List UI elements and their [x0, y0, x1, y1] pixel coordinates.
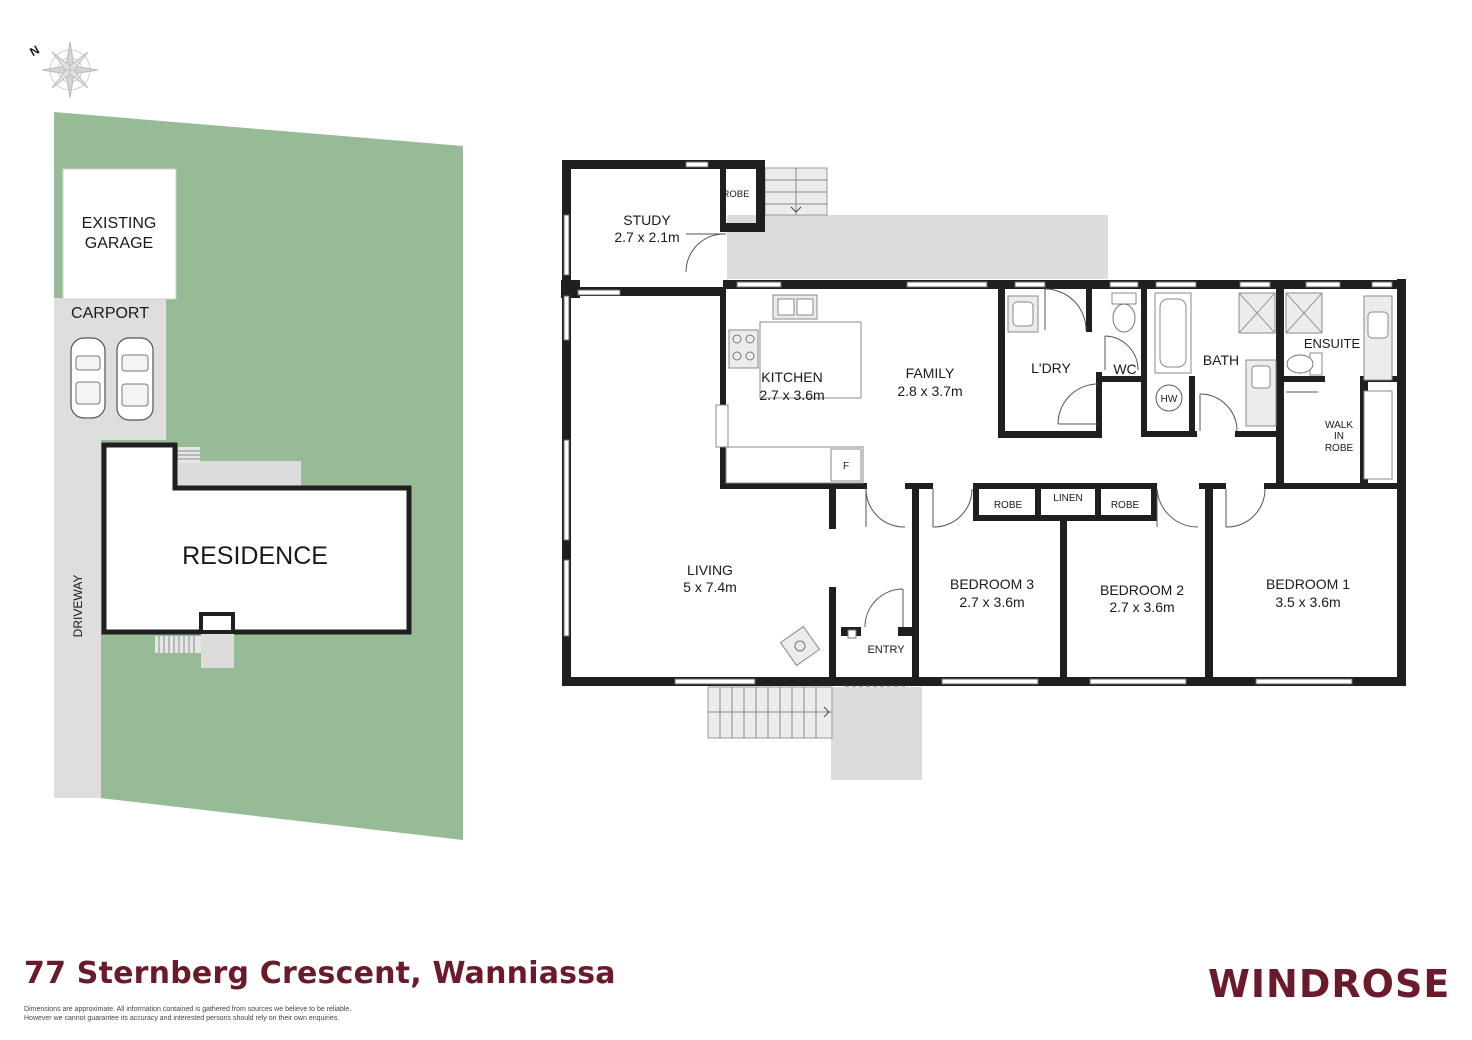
disclaimer-line-1: Dimensions are approximate. All informat… — [24, 1006, 352, 1013]
entry-label: ENTRY — [867, 644, 905, 656]
fireplace — [779, 625, 821, 667]
property-address: 77 Sternberg Crescent, Wanniassa — [24, 956, 616, 991]
living-size: 5 x 7.4m — [683, 579, 737, 595]
windows — [563, 161, 1393, 685]
carport-label: CARPORT — [71, 305, 149, 322]
existing-garage-label-line2: GARAGE — [85, 235, 153, 252]
robe-study-label: ROBE — [723, 189, 750, 200]
compass-rose-icon — [41, 41, 99, 99]
existing-garage-label-line1: EXISTING — [82, 215, 157, 232]
bedroom1-label: BEDROOM 1 — [1266, 576, 1350, 592]
brand-logo: WINDROSE — [1208, 962, 1451, 1006]
residence-rear-steps — [178, 447, 200, 463]
car-icon — [116, 337, 154, 421]
rear-verandah — [727, 215, 1108, 279]
family-size: 2.8 x 3.7m — [897, 383, 962, 399]
disclaimer-line-2: However we cannot guarantee its accuracy… — [24, 1015, 340, 1022]
entry-landing — [831, 687, 922, 780]
bedroom1-size: 3.5 x 3.6m — [1275, 594, 1340, 610]
bedroom3-size: 2.7 x 3.6m — [959, 594, 1024, 610]
compass-north-label: N — [27, 43, 42, 59]
robe-right-label: ROBE — [1111, 500, 1140, 511]
driveway-area — [54, 440, 101, 798]
residence-label: RESIDENCE — [182, 542, 328, 570]
front-stairs — [707, 686, 833, 739]
walk-in-robe-label-line3: ROBE — [1325, 443, 1354, 454]
wet-area-fixtures — [1007, 292, 1393, 480]
ensuite-label: ENSUITE — [1304, 336, 1361, 351]
bedroom3-label: BEDROOM 3 — [950, 576, 1034, 592]
car-icon — [70, 337, 106, 419]
kitchen-label: KITCHEN — [761, 369, 822, 385]
residence-front-steps — [155, 636, 201, 653]
family-label: FAMILY — [906, 365, 955, 381]
laundry-label: L'DRY — [1031, 360, 1071, 376]
linen-label: LINEN — [1053, 493, 1082, 504]
doors — [685, 233, 1318, 687]
bath-label: BATH — [1203, 352, 1239, 368]
study-size: 2.7 x 2.1m — [614, 229, 679, 245]
hot-water-label: HW — [1161, 394, 1178, 405]
rear-stairs — [764, 167, 828, 216]
interior-walls — [561, 160, 1406, 677]
fridge-label: F — [843, 461, 849, 472]
kitchen-fixtures — [715, 294, 864, 484]
residence-rear-deck — [163, 461, 301, 487]
kitchen-size: 2.7 x 3.6m — [759, 387, 824, 403]
walk-in-robe-label-line2: IN — [1334, 431, 1344, 442]
residence-footprint — [101, 442, 412, 635]
disclaimer: Dimensions are approximate. All informat… — [24, 1005, 484, 1023]
study-label: STUDY — [623, 212, 671, 228]
wc-label: WC — [1113, 361, 1136, 377]
bedroom2-size: 2.7 x 3.6m — [1109, 599, 1174, 615]
living-label: LIVING — [687, 562, 733, 578]
bedroom2-label: BEDROOM 2 — [1100, 582, 1184, 598]
walk-in-robe-label-line1: WALK — [1325, 420, 1353, 431]
entry-mat — [847, 629, 857, 639]
driveway-label: DRIVEWAY — [71, 575, 85, 638]
existing-garage — [62, 168, 177, 300]
robe-left-label: ROBE — [994, 500, 1023, 511]
